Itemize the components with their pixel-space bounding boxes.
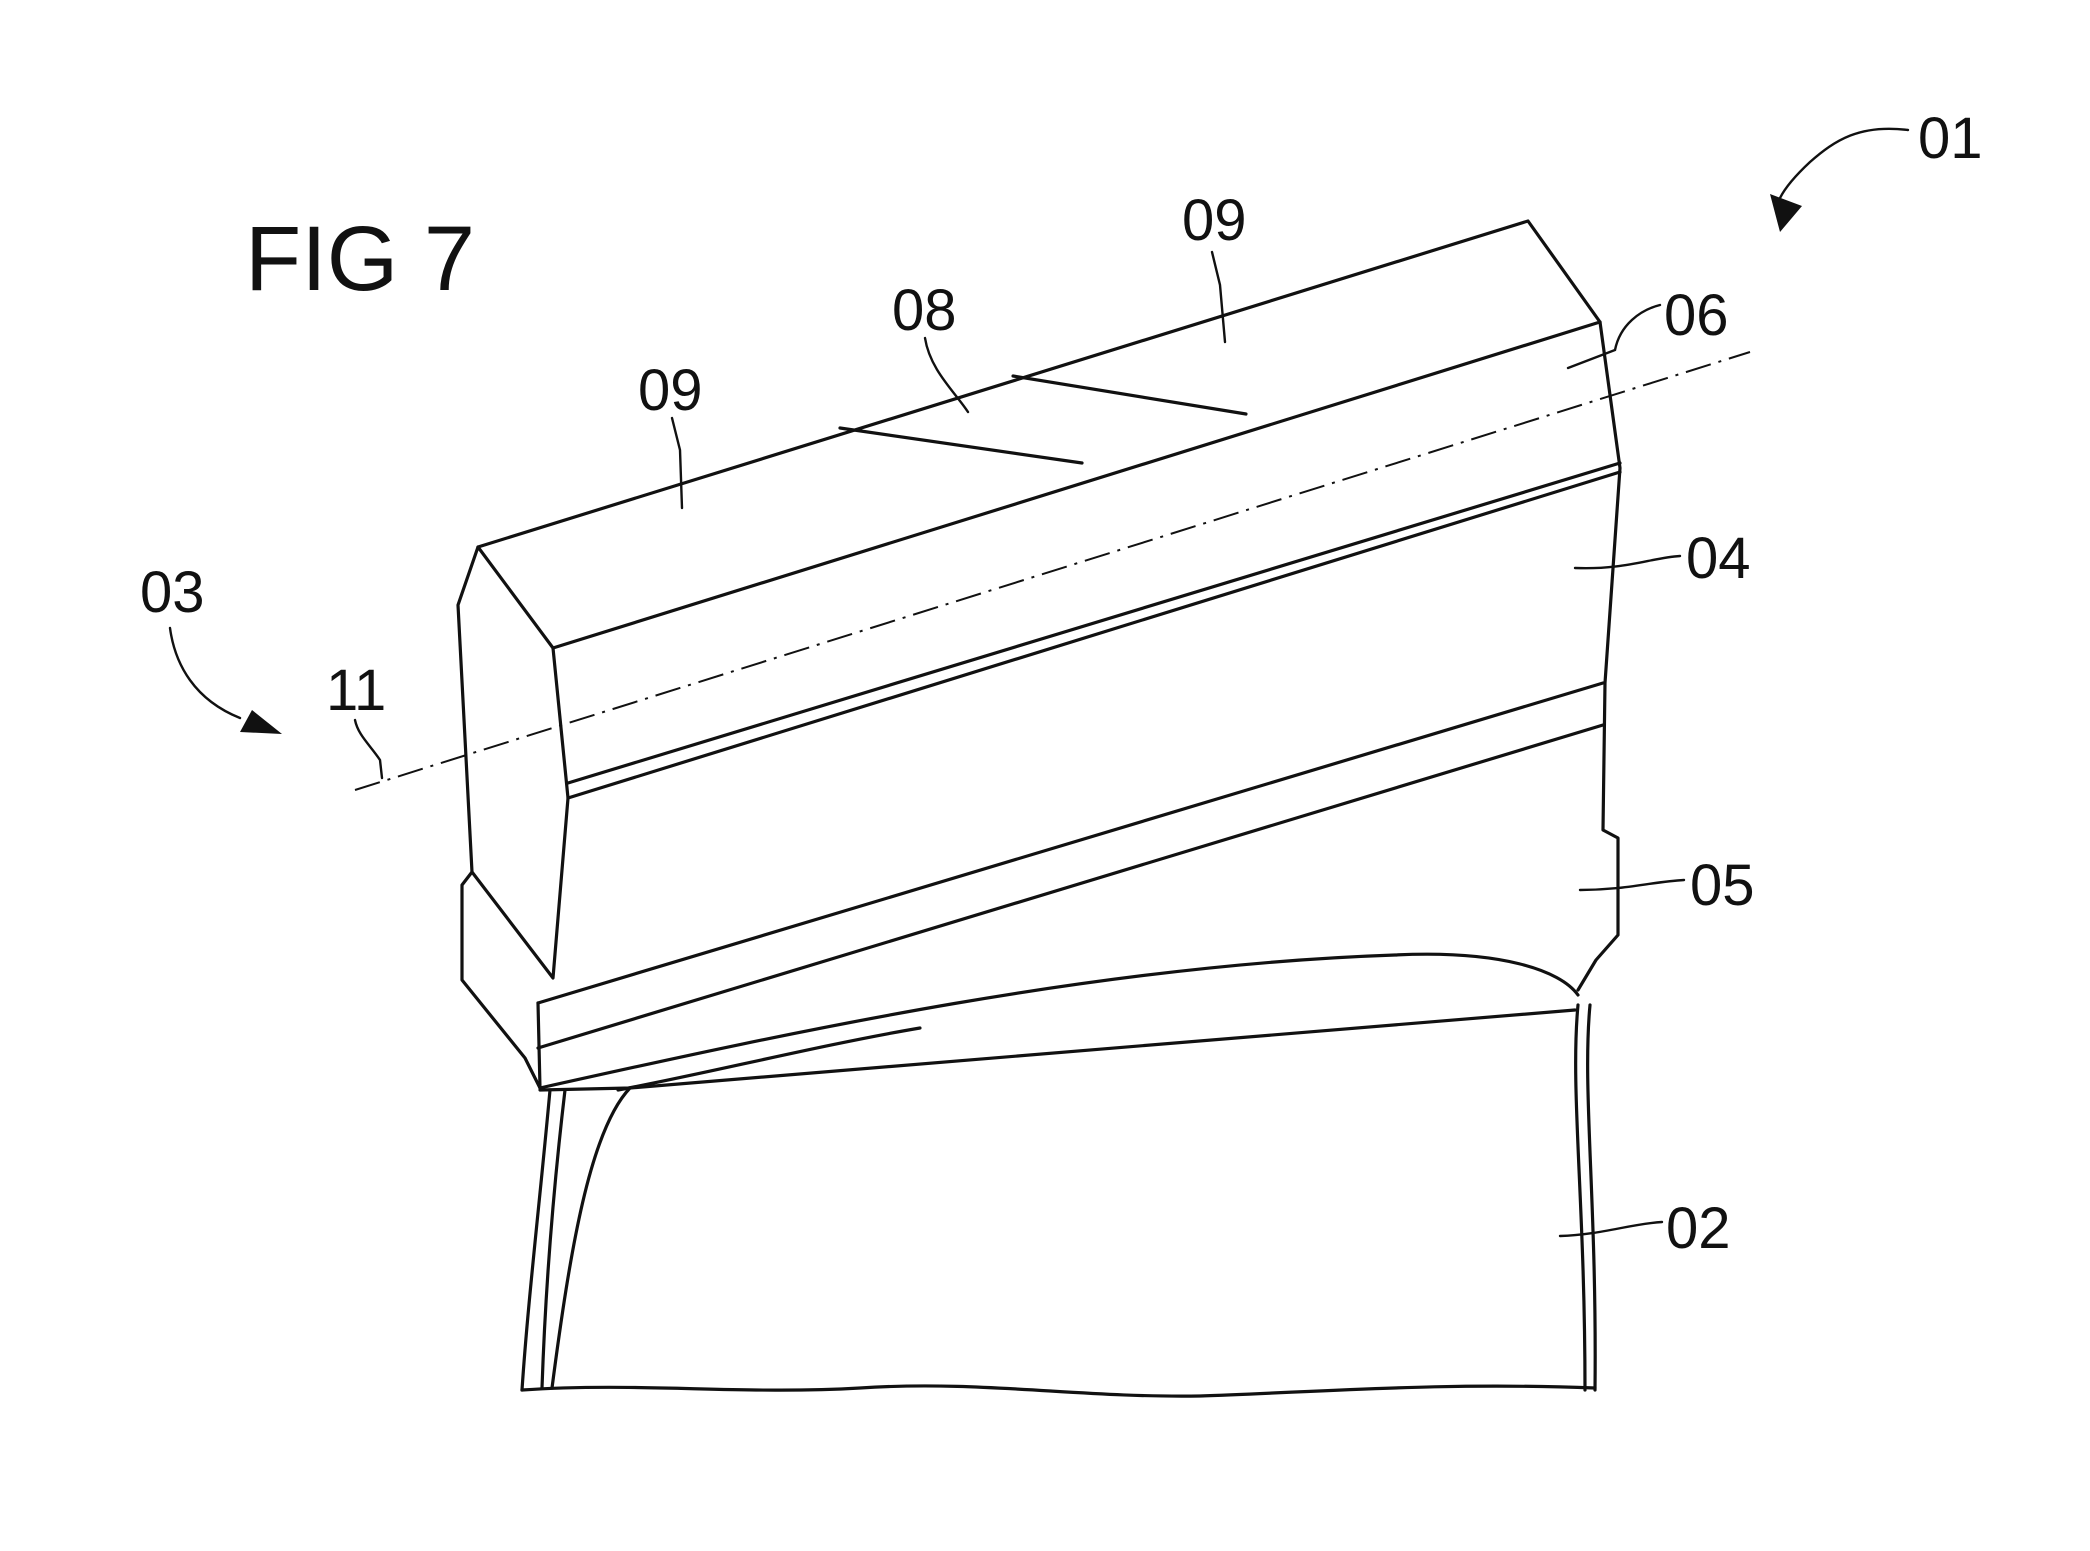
label-05: 05: [1690, 853, 1755, 918]
label-01: 01: [1918, 106, 1983, 171]
shank-right-outer: [1574, 1003, 1587, 1392]
reference-02: 02: [1558, 1196, 1731, 1261]
arrow-03-shaft: [168, 626, 242, 720]
band-lower-line: [536, 723, 1605, 1050]
shank-left-inner: [540, 1088, 567, 1390]
arrow-01-shaft: [1778, 127, 1910, 200]
arrow-01-head: [1770, 194, 1802, 232]
middle-band: [460, 681, 1605, 1090]
band-upper-line: [536, 681, 1605, 1005]
reference-05: 05: [1578, 853, 1755, 918]
center-axis: [354, 351, 1751, 791]
arrow-03-head: [240, 710, 282, 734]
right-end: [1576, 320, 1622, 992]
inner-curve: [616, 1026, 922, 1092]
reference-01: 01: [1770, 106, 1983, 232]
upper-block: [456, 219, 1622, 992]
shank-right-inner: [1586, 1003, 1597, 1392]
curved-top: [538, 952, 1580, 1090]
lower-surface: [538, 952, 1580, 1092]
label-09-left: 09: [638, 358, 703, 423]
face-edge-2: [566, 470, 1622, 800]
reference-06: 06: [1566, 283, 1729, 370]
label-08: 08: [892, 278, 957, 343]
shank: [520, 1003, 1597, 1398]
reference-11: 11: [326, 658, 386, 780]
reference-09-left: 09: [638, 358, 703, 510]
top-face: [476, 219, 1602, 650]
label-11: 11: [326, 658, 386, 723]
reference-03: 03: [140, 560, 282, 734]
reference-09-right: 09: [1182, 188, 1247, 344]
stripe-line-1: [838, 426, 1084, 465]
straight-seat: [538, 1008, 1577, 1092]
figure-title: FIG 7: [245, 208, 475, 310]
shank-left-outer: [520, 1088, 552, 1392]
label-09-right: 09: [1182, 188, 1247, 253]
stripe-line-2: [1011, 374, 1248, 416]
shank-bottom: [520, 1384, 1597, 1398]
shank-left-curve: [550, 1086, 632, 1390]
label-06: 06: [1664, 283, 1729, 348]
reference-04: 04: [1573, 526, 1751, 591]
band-left-edge: [536, 1001, 542, 1090]
left-bevel: [456, 545, 570, 980]
label-02: 02: [1666, 1196, 1731, 1261]
face-edge-1: [566, 461, 1622, 785]
lower-left-lug: [460, 870, 542, 1090]
label-03: 03: [140, 560, 205, 625]
label-04: 04: [1686, 526, 1751, 591]
reference-08: 08: [892, 278, 970, 414]
